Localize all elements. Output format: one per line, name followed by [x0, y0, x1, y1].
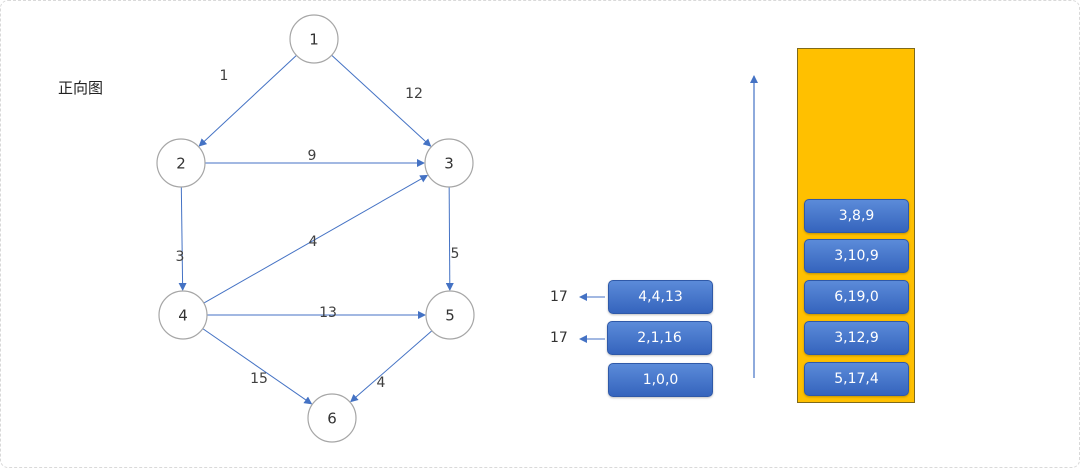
node-circle — [424, 138, 474, 188]
edge-weight-label: 5 — [451, 246, 460, 262]
node-circle — [289, 14, 339, 64]
edge-weight-label: 1 — [220, 68, 229, 84]
node-circle — [307, 393, 357, 443]
popped-box-2: 2,1,16 — [607, 321, 712, 355]
edge-weight-label: 15 — [250, 371, 268, 387]
node-label: 2 — [176, 155, 186, 173]
node-3: 3 — [424, 138, 474, 188]
node-circle — [156, 138, 206, 188]
edge-weight-label: 4 — [309, 234, 318, 250]
node-label: 4 — [178, 307, 188, 325]
stack-item-4: 3,12,9 — [804, 321, 909, 355]
edge-weight-label: 12 — [405, 86, 423, 102]
edge-1-3 — [331, 54, 432, 147]
node-label: 3 — [444, 155, 454, 173]
node-label: 5 — [445, 307, 455, 325]
node-2: 2 — [156, 138, 206, 188]
popped-box-3: 1,0,0 — [608, 363, 713, 397]
node-5: 5 — [425, 290, 475, 340]
stack-item-3: 6,19,0 — [804, 280, 909, 314]
node-circle — [425, 290, 475, 340]
edge-weight-label: 4 — [377, 375, 386, 391]
edge-2-4 — [178, 186, 187, 292]
node-label: 1 — [309, 31, 319, 49]
edge-4-3 — [203, 174, 429, 304]
stack-item-2: 3,10,9 — [804, 239, 909, 273]
popped-result-2: 17 — [550, 330, 568, 346]
diagram-title: 正向图 — [58, 79, 104, 97]
edge-3-5 — [445, 186, 454, 292]
edge-5-6 — [350, 330, 433, 403]
node-label: 6 — [327, 410, 337, 428]
edge-weight-label: 9 — [308, 148, 317, 164]
popped-result-1: 17 — [550, 289, 568, 305]
node-1: 1 — [289, 14, 339, 64]
edge-1-2 — [198, 55, 297, 147]
stack-item-5: 5,17,4 — [804, 362, 909, 396]
edge-4-6 — [202, 328, 313, 405]
edge-weight-label: 13 — [319, 305, 337, 321]
node-4: 4 — [158, 290, 208, 340]
node-6: 6 — [307, 393, 357, 443]
edge-weight-label: 3 — [176, 249, 185, 265]
node-circle — [158, 290, 208, 340]
stack-item-1: 3,8,9 — [804, 199, 909, 233]
popped-box-1: 4,4,13 — [608, 280, 713, 314]
